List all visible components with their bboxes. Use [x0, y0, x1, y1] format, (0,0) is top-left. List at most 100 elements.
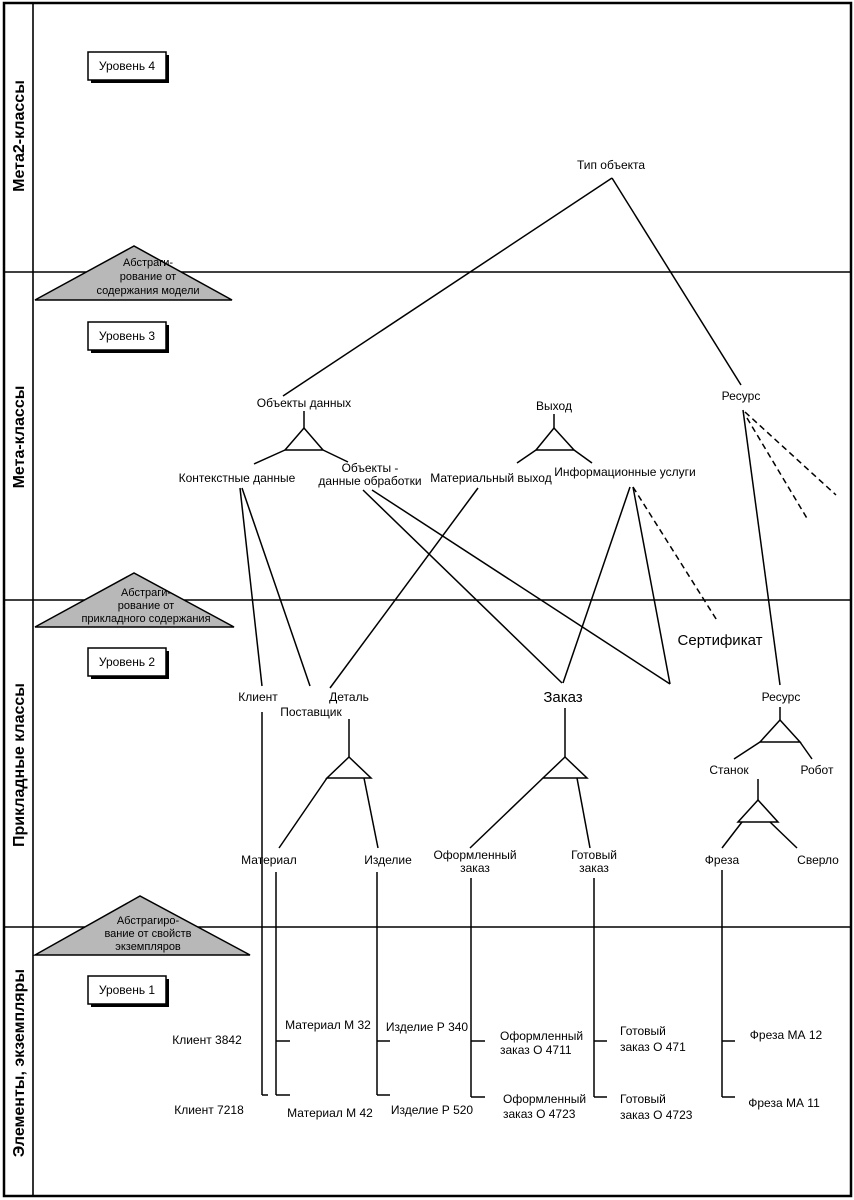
node-ready-order-line-1: Готовый: [571, 848, 617, 862]
abstraction-line-1: Абстраги-: [121, 587, 171, 599]
level-box-4: Уровень 4: [87, 51, 169, 83]
node-mill: Фреза: [705, 853, 740, 867]
band-label-instances: Элементы, экземпляры: [11, 969, 28, 1157]
abstraction-instance-properties: Абстрагиро- вание от свойств экземпляров: [32, 895, 251, 956]
instance-ready-4723-line-2: заказ О 4723: [620, 1108, 693, 1122]
node-resource-meta: Ресурс: [722, 389, 761, 403]
abstraction-model-content: Абстраги- рование от содержания модели: [34, 245, 233, 301]
generalization-triangle-order: [541, 755, 589, 779]
generalization-triangle-machine: [736, 798, 780, 823]
edge-processing-data-to-order: [362, 489, 563, 684]
edge-context-data-to-supplier: [241, 487, 311, 687]
edge-to-mill: [721, 821, 743, 849]
node-client: Клиент: [238, 690, 278, 704]
abstraction-line-3: экземпляров: [115, 941, 181, 953]
node-placed-order-line-1: Оформленный: [433, 848, 516, 862]
edge-info-services-to-join: [632, 486, 671, 685]
level-box-body: [87, 51, 167, 81]
instance-ready-471-line-1: Готовый: [620, 1024, 666, 1038]
level-box-body: [87, 321, 167, 351]
edge-to-material-output: [516, 449, 537, 464]
node-data-objects: Объекты данных: [257, 396, 351, 410]
instance-material-m32: Материал М 32: [285, 1018, 371, 1032]
generalization-triangle-part: [325, 755, 373, 779]
node-machine: Станок: [709, 763, 749, 777]
edge-info-services-to-order: [562, 486, 631, 684]
instance-placed-4723-line-1: Оформленный: [503, 1092, 586, 1106]
node-product: Изделие: [364, 853, 412, 867]
node-ready-order-line-2: заказ: [579, 861, 609, 875]
level-label: Уровень 4: [99, 59, 156, 73]
abstraction-triangle: [34, 245, 233, 301]
abstraction-line-3: прикладного содержания: [81, 613, 210, 625]
level-box-2: Уровень 2: [87, 647, 169, 679]
edge-to-placed-order: [469, 777, 544, 849]
instance-client-3842: Клиент 3842: [172, 1033, 242, 1047]
edge-to-drill: [769, 821, 798, 849]
node-resource: Ресурс: [762, 690, 801, 704]
edge-object-type-to-resource: [611, 177, 742, 386]
instance-placed-4711-line-1: Оформленный: [500, 1029, 583, 1043]
edge-object-type-to-data-objects: [282, 177, 613, 397]
level-box-body: [87, 647, 167, 677]
node-processing-data-line-1: Объекты -: [342, 461, 399, 475]
node-info-services: Информационные услуги: [554, 465, 695, 479]
band-label-meta: Мета-классы: [11, 386, 28, 489]
edge-to-processing-data: [322, 449, 349, 463]
node-supplier: Поставщик: [280, 705, 342, 719]
edge-to-ready-order: [576, 777, 591, 849]
dashed-edge-resource-1: [744, 411, 837, 496]
abstraction-line-1: Абстраги-: [123, 257, 173, 269]
node-placed-order-line-2: заказ: [460, 861, 490, 875]
abstraction-line-1: Абстрагиро-: [117, 915, 180, 927]
generalization-triangle-output: [534, 426, 576, 451]
node-order: Заказ: [543, 689, 582, 706]
dashed-edge-to-certificate: [632, 486, 719, 623]
edge-to-machine: [733, 741, 761, 760]
level-label: Уровень 2: [99, 655, 156, 669]
instance-product-p520: Изделие Р 520: [391, 1103, 474, 1117]
level-label: Уровень 3: [99, 329, 156, 343]
node-object-type: Тип объекта: [577, 158, 645, 172]
node-part: Деталь: [329, 690, 369, 704]
level-label: Уровень 1: [99, 983, 156, 997]
instance-mill-ma12: Фреза МА 12: [750, 1028, 823, 1042]
level-box-body: [87, 975, 167, 1005]
instance-placed-4723-line-2: заказ О 4723: [503, 1107, 576, 1121]
instance-client-7218: Клиент 7218: [174, 1103, 244, 1117]
abstraction-triangle: [32, 895, 251, 956]
edge-processing-data-to-join: [371, 489, 671, 685]
abstraction-line-2: рование от: [120, 271, 176, 283]
generalization-triangle-resource: [758, 718, 802, 743]
node-material-output: Материальный выход: [430, 471, 551, 485]
edge-resource-meta-to-resource: [742, 409, 781, 686]
edge-to-robot: [799, 741, 813, 760]
abstraction-applied-content: Абстраги- рование от прикладного содержа…: [34, 572, 235, 628]
band-label-meta2: Мета2-классы: [11, 80, 28, 192]
edge-to-context-data: [253, 449, 286, 465]
instance-material-m42: Материал М 42: [287, 1106, 373, 1120]
instance-mill-ma11: Фреза МА 11: [748, 1096, 820, 1110]
node-certificate: Сертификат: [678, 632, 763, 649]
edge-to-material: [278, 777, 328, 849]
band-label-applied: Прикладные классы: [11, 683, 28, 847]
abstraction-line-2: рование от: [118, 600, 174, 612]
generalization-triangle-data-objects: [283, 426, 325, 451]
node-drill: Сверло: [797, 853, 839, 867]
node-robot: Робот: [801, 763, 834, 777]
edge-material-output-to-part: [329, 487, 479, 689]
edge-context-data-to-client: [239, 487, 263, 687]
node-output: Выход: [536, 399, 572, 413]
node-material: Материал: [241, 853, 297, 867]
edge-to-info-services: [573, 449, 593, 464]
abstraction-line-2: вание от свойств: [104, 928, 191, 940]
node-context-data: Контекстные данные: [179, 471, 296, 485]
edge-to-product: [363, 777, 379, 849]
level-box-1: Уровень 1: [87, 975, 169, 1007]
instance-placed-4711-line-2: заказ О 4711: [500, 1043, 572, 1057]
abstraction-line-3: содержания модели: [96, 285, 199, 297]
instance-ready-4723-line-1: Готовый: [620, 1092, 666, 1106]
abstraction-triangle: [34, 572, 235, 628]
instance-ready-471-line-2: заказ О 471: [620, 1040, 686, 1054]
